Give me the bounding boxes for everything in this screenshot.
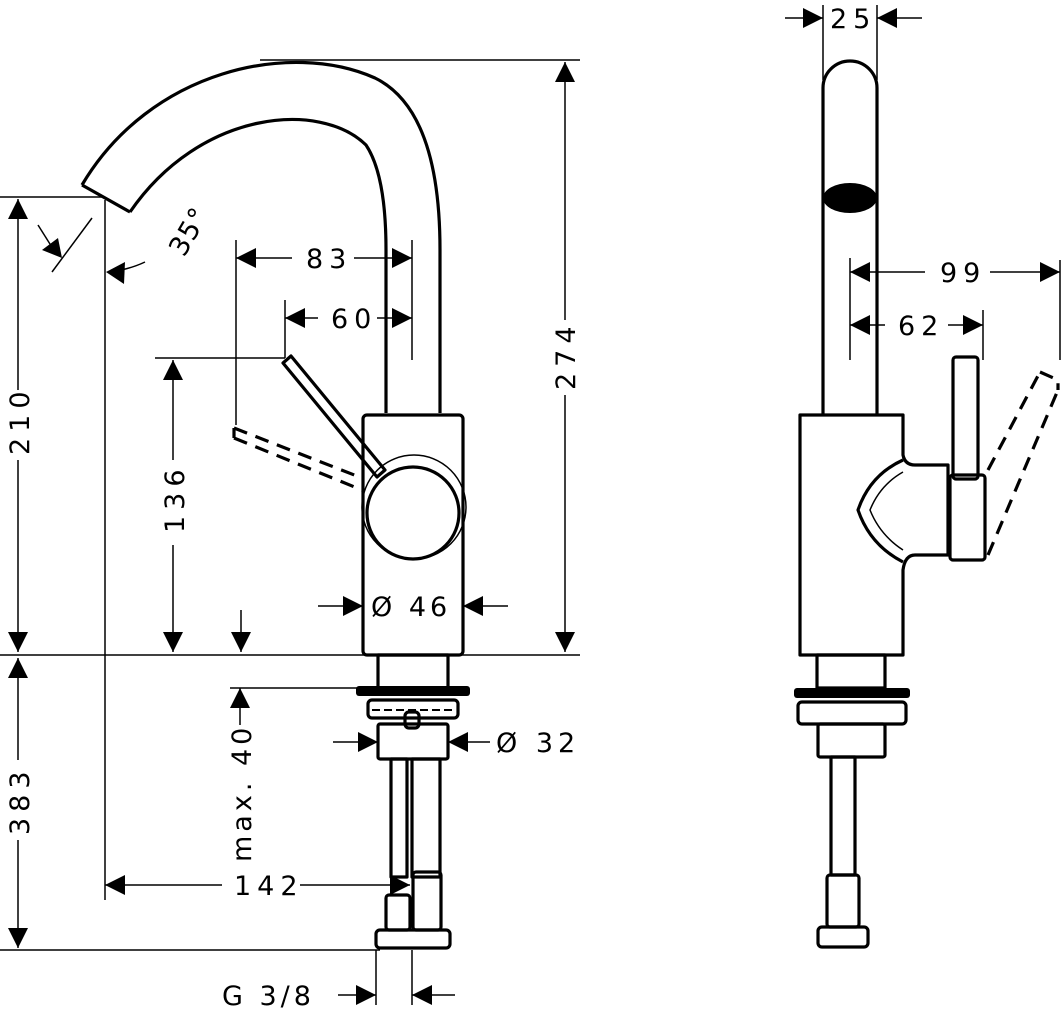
hose-base-side xyxy=(816,925,870,949)
spout-inner xyxy=(128,118,388,413)
dimension-142: 142 xyxy=(105,871,410,902)
fixing-screw xyxy=(403,710,421,730)
dimension-274: 274 xyxy=(551,62,582,652)
dim-142-label: 142 xyxy=(234,871,304,902)
dim-25-label: 25 xyxy=(830,4,876,35)
dimension-25: 25 xyxy=(785,4,922,35)
dimension-136: 136 xyxy=(160,360,251,652)
hose-fitting-left xyxy=(384,893,412,932)
hose-side xyxy=(829,755,857,877)
extension-lines-side xyxy=(822,5,1061,360)
lever-closed xyxy=(281,354,387,479)
lever-handle-side xyxy=(951,355,980,481)
dimension-dia-32: Ø 32 xyxy=(333,728,580,759)
lever-side xyxy=(948,473,987,562)
dimension-210: 210 xyxy=(5,199,36,652)
dimension-83: 83 xyxy=(236,244,412,275)
washer xyxy=(356,686,470,696)
spout-outlet xyxy=(81,183,131,214)
spout-outlet-side xyxy=(823,183,877,213)
dimension-dia-46: Ø 46 xyxy=(318,592,508,623)
dim-35deg-label: 35° xyxy=(163,202,215,262)
nut-side xyxy=(796,700,908,726)
dimension-62: 62 xyxy=(850,311,983,342)
dim-dia-32-label: Ø 32 xyxy=(496,728,580,759)
lever-neck xyxy=(856,458,904,564)
side-view: 25 99 62 xyxy=(785,4,1061,949)
hose-base xyxy=(374,928,452,950)
fixing-nut xyxy=(366,698,460,720)
dim-274-label: 274 xyxy=(551,320,582,390)
spout-side xyxy=(821,59,879,415)
supply-hose-left xyxy=(389,757,409,879)
spout-outline xyxy=(80,60,442,413)
dim-62-label: 62 xyxy=(898,311,944,342)
washer-side xyxy=(794,688,910,698)
dimension-35deg: 35° xyxy=(37,202,215,284)
sleeve-side xyxy=(816,722,887,759)
dim-383-label: 383 xyxy=(5,765,36,835)
lever-open-dashed-side xyxy=(986,370,1060,556)
dimension-g38: G 3/8 xyxy=(222,981,455,1012)
lever-open-dashed xyxy=(232,426,363,492)
shank xyxy=(376,653,450,690)
lever-neck-inner xyxy=(869,471,904,551)
dimension-max-40: max. 40 xyxy=(227,688,258,862)
dimension-60: 60 xyxy=(285,304,412,335)
dim-dia-46-label: Ø 46 xyxy=(371,592,451,623)
dimension-383: 383 xyxy=(5,658,36,948)
extension-lines xyxy=(0,59,580,1005)
fitting-side xyxy=(825,873,861,929)
body-side xyxy=(798,413,950,657)
dim-136-label: 136 xyxy=(160,463,191,533)
dim-210-label: 210 xyxy=(5,385,36,455)
dim-83-label: 83 xyxy=(306,244,352,275)
dim-max-40-label: max. 40 xyxy=(227,724,258,862)
dim-60-label: 60 xyxy=(331,304,377,335)
front-view: 274 210 383 136 83 xyxy=(0,59,582,1012)
dim-g38-label: G 3/8 xyxy=(222,981,315,1012)
dimension-99: 99 xyxy=(850,258,1060,289)
hose-fitting-right xyxy=(411,870,443,932)
shank-side xyxy=(815,653,887,690)
dim-99-label: 99 xyxy=(940,258,986,289)
lever-hub xyxy=(365,465,461,561)
supply-hose-right xyxy=(410,757,442,879)
